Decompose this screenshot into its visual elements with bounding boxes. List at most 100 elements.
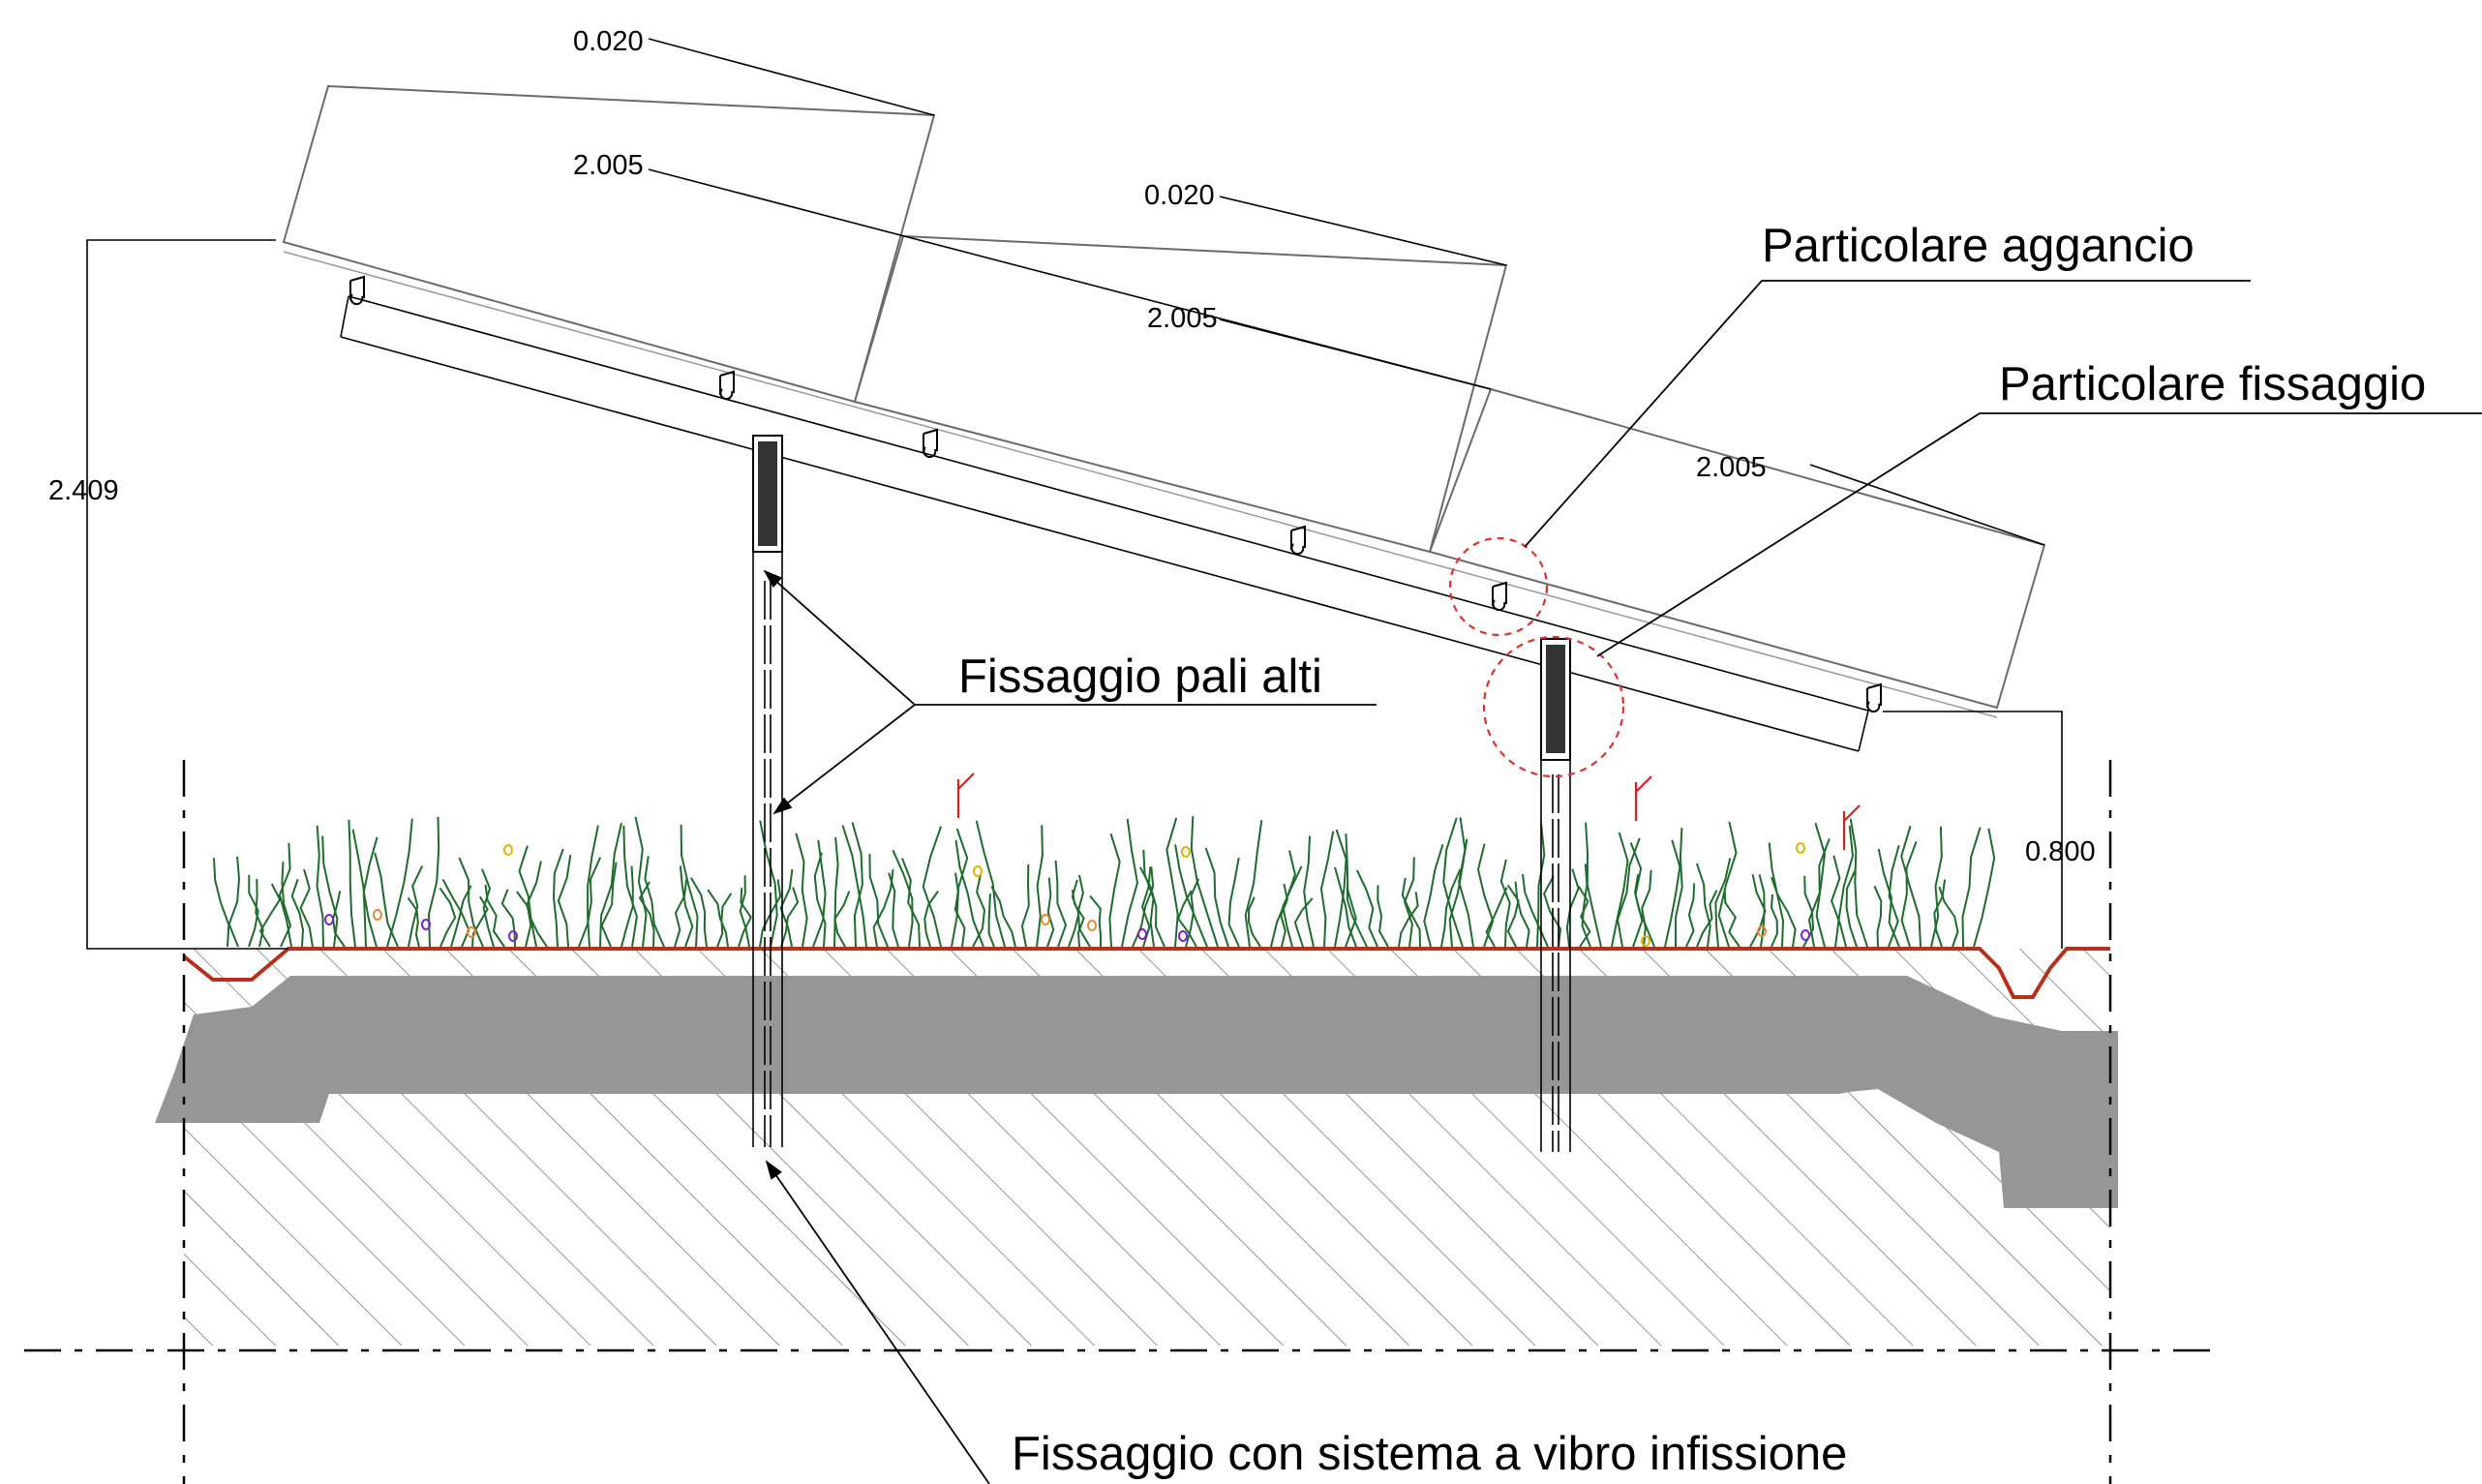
grass-blade	[484, 884, 505, 948]
grass-blade	[638, 881, 655, 948]
grass-blade	[1543, 875, 1562, 948]
grass-blade	[500, 889, 516, 948]
grass-blade	[1046, 877, 1055, 948]
module-frame-edge	[283, 251, 1998, 718]
grass-blade	[738, 888, 752, 948]
flower-mark	[1641, 935, 1650, 947]
grass-blade	[1834, 825, 1855, 948]
grass-blade	[587, 825, 599, 948]
grass-blade	[679, 865, 694, 948]
grass-blade	[1723, 888, 1740, 948]
flower-mark	[1178, 930, 1188, 942]
grass-blade	[439, 887, 457, 948]
grass-blade	[1814, 822, 1827, 948]
grass-blade	[600, 862, 618, 948]
grass-blade	[1282, 865, 1303, 948]
grass-blade	[1280, 883, 1288, 948]
grass-blade	[227, 856, 241, 948]
grass-blade	[1771, 876, 1797, 948]
clamp-hook	[1290, 525, 1306, 556]
grass-blade	[1522, 873, 1549, 948]
grass-blade	[321, 835, 339, 948]
grass-blade	[1768, 842, 1785, 948]
dim-panel-1: 2.005	[573, 150, 644, 181]
dimension-lines	[86, 38, 2063, 950]
grass-blade	[1506, 884, 1520, 948]
grass-blade	[990, 886, 1016, 948]
grass-blade	[407, 896, 420, 948]
grass-blade	[1442, 817, 1464, 948]
grass-blade	[1089, 894, 1102, 948]
pv-module-1	[282, 84, 936, 404]
grass-blade	[1664, 839, 1681, 948]
grass-blade	[716, 893, 733, 948]
ground-line	[182, 947, 2110, 999]
grass-blade	[1247, 896, 1261, 948]
clamp-hook	[349, 275, 365, 306]
grass-blade	[1565, 868, 1580, 948]
grass-blade	[923, 890, 939, 948]
grass-blade	[1961, 827, 1982, 948]
grass-blade	[739, 875, 750, 948]
callout-detail-hook: Particolare aggancio	[1762, 220, 2194, 272]
grass-blade	[386, 818, 413, 948]
grass-blade	[278, 842, 292, 948]
grass-blade	[953, 872, 966, 948]
grass-blade	[1933, 879, 1947, 948]
grass-blade	[987, 893, 995, 948]
grass-blade	[362, 836, 378, 948]
grass-blade	[1020, 863, 1030, 948]
callout-high-posts: Fissaggio pali alti	[958, 651, 1322, 703]
vegetation	[213, 772, 1996, 948]
grass-blade	[1685, 883, 1696, 948]
grass-blade	[1696, 890, 1718, 948]
grass-blade	[707, 889, 729, 948]
dim-height-total: 2.409	[48, 475, 119, 506]
post-left	[752, 435, 783, 1147]
red-plant	[1842, 804, 1861, 850]
grass-blade	[518, 845, 537, 948]
grass-blade	[1617, 837, 1641, 948]
grass-blade	[481, 868, 495, 948]
grass-blade	[812, 839, 827, 948]
grass-blade	[1190, 816, 1219, 948]
flower-mark	[421, 919, 431, 930]
grass-blade	[1675, 828, 1683, 948]
grass-blade	[1873, 885, 1883, 948]
grass-blade	[1293, 897, 1314, 948]
support-beam	[340, 295, 1869, 752]
grass-blade	[680, 824, 699, 948]
grass-blade	[1071, 890, 1085, 948]
grass-blade	[892, 849, 914, 948]
grass-blade	[1141, 866, 1152, 948]
grass-blade	[1845, 868, 1858, 948]
callout-leaders	[763, 280, 2482, 1484]
flower-mark	[1041, 914, 1050, 925]
grass-blade	[213, 858, 230, 948]
grass-blade	[1499, 859, 1511, 948]
dim-panel-2: 2.005	[1147, 303, 1218, 334]
grass-blade	[1138, 866, 1165, 948]
grass-blade	[1758, 874, 1766, 948]
flower-mark	[1181, 846, 1191, 858]
grass-blade	[901, 858, 921, 948]
grass-blade	[1054, 860, 1068, 948]
grass-blade	[1717, 821, 1738, 948]
grass-blade	[841, 825, 867, 948]
grass-blade	[1346, 884, 1368, 948]
grass-blade	[258, 883, 282, 948]
grass-blade	[1714, 858, 1732, 948]
grass-blade	[1973, 828, 1996, 948]
grass-blade	[1076, 874, 1091, 948]
grass-blade	[1514, 881, 1530, 948]
callout-detail-fixing: Particolare fissaggio	[1999, 358, 2426, 410]
grass-blade	[248, 874, 259, 948]
foundation-band	[155, 976, 2118, 1208]
grass-blade	[1900, 840, 1918, 948]
grass-blade	[1355, 869, 1378, 948]
grass-blade	[1036, 825, 1044, 948]
grass-blade	[922, 826, 943, 948]
grass-blade	[674, 879, 688, 948]
grass-blade	[1334, 829, 1347, 948]
